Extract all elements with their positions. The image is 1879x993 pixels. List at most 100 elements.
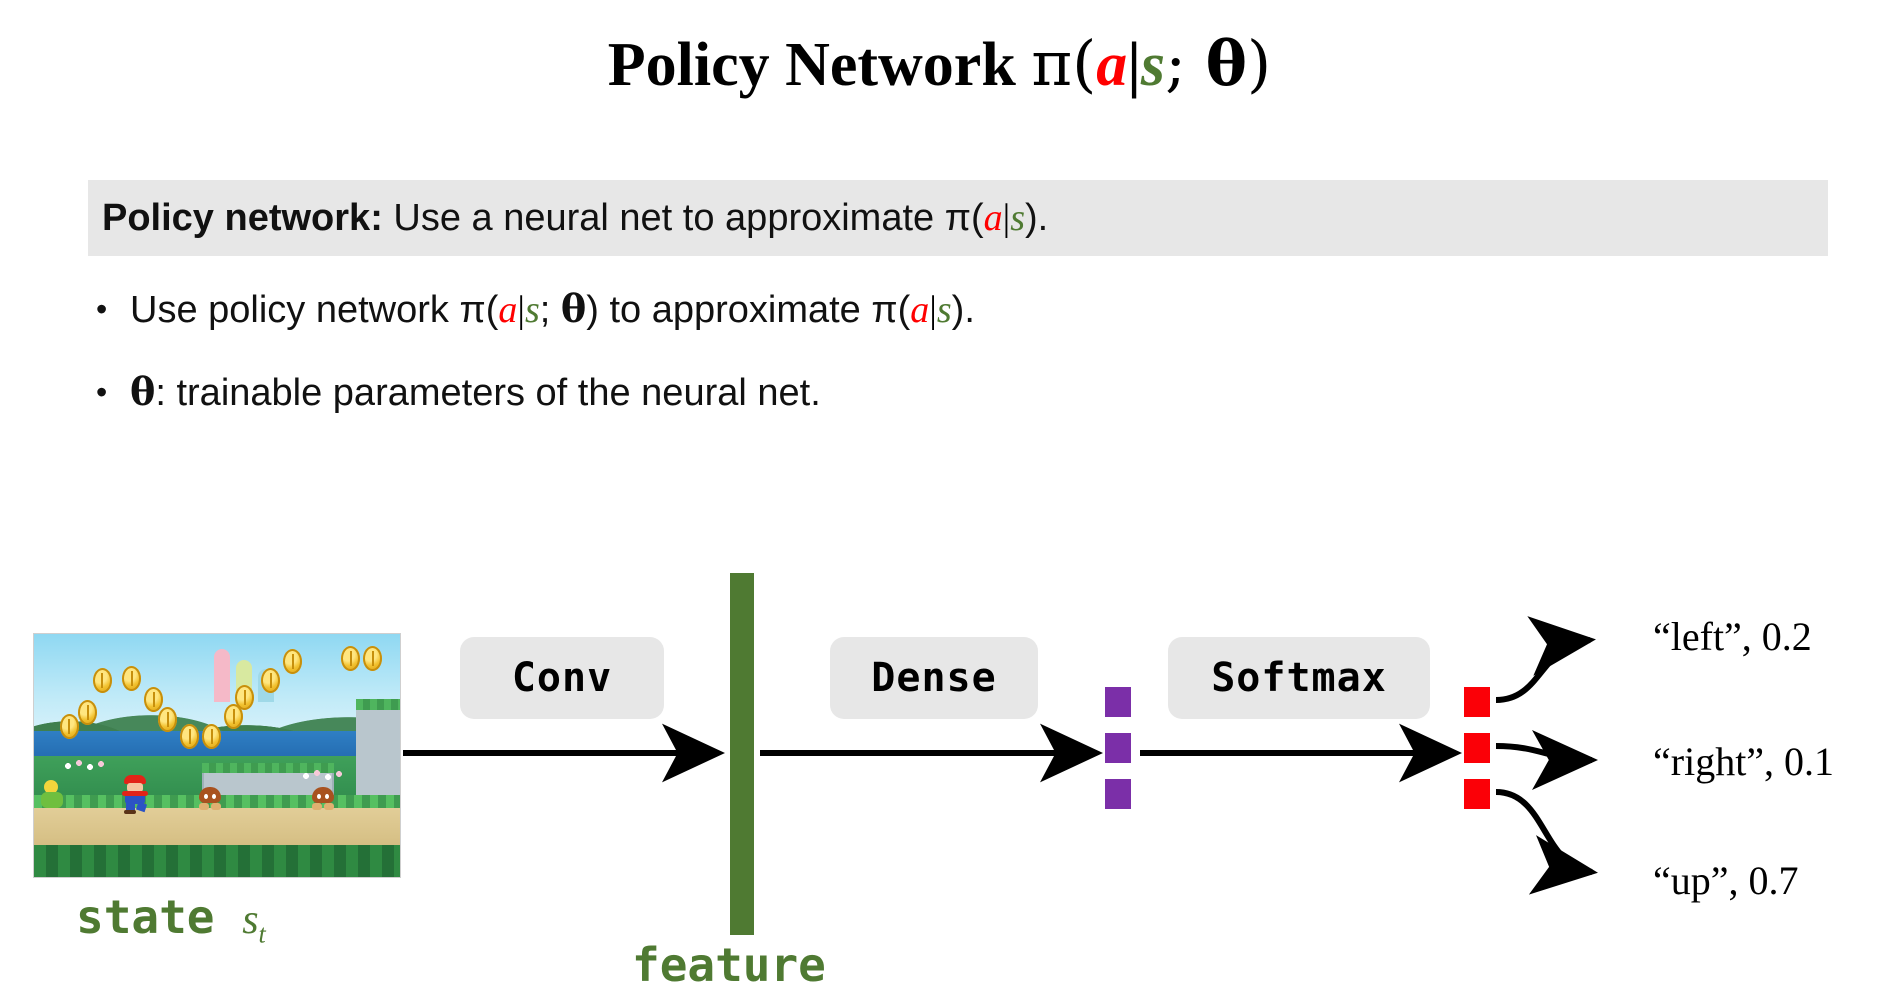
title-state-symbol: s [1140, 31, 1166, 99]
coin-icon [77, 699, 97, 725]
coin-icon [158, 706, 178, 732]
bullet-1-text: Use policy network π(a|s; θ) to approxim… [130, 278, 975, 341]
feature-vector-bar [730, 573, 754, 935]
policy-network-banner: Policy network: Use a neural net to appr… [88, 180, 1828, 256]
b2-rest: : trainable parameters of the neural net… [155, 372, 821, 414]
arrow-output-right [1495, 729, 1598, 790]
banner-text: Policy network: Use a neural net to appr… [88, 199, 1048, 237]
title-semicolon: ; [1165, 27, 1206, 100]
arrow-output-up [1495, 789, 1598, 895]
goomba-foot [324, 803, 335, 811]
goomba-foot [198, 803, 209, 811]
b1-bar-1: | [517, 289, 525, 331]
output-unit [1464, 733, 1490, 763]
layer-box-dense[interactable]: Dense [830, 637, 1038, 719]
mario-character [121, 774, 148, 814]
b1-open-2: ( [897, 289, 911, 331]
koopa-shell [41, 791, 64, 808]
hidden-unit [1105, 733, 1131, 763]
coin-icon [92, 668, 112, 694]
coin-icon [341, 646, 361, 672]
state-label-subscript: t [258, 919, 266, 949]
output-label-right: “right”, 0.1 [1653, 739, 1835, 784]
b1-open-1: ( [485, 289, 499, 331]
coin-icon [59, 714, 79, 740]
title-bar: | [1127, 31, 1141, 99]
b1-seg1: Use policy network [130, 289, 460, 331]
banner-text-part1: Use a neural net to approximate [382, 197, 945, 239]
goomba-enemy [198, 787, 221, 811]
title-close-paren: ) [1247, 27, 1272, 100]
coin-icon [180, 723, 200, 749]
output-label-up: “up”, 0.7 [1653, 858, 1799, 903]
coin-icon [121, 665, 141, 691]
state-screenshot-image [33, 633, 401, 878]
banner-period: . [1037, 197, 1049, 239]
mario-face [126, 782, 143, 792]
coin-icon [235, 685, 255, 711]
state-label-symbol: st [242, 897, 266, 949]
coin-icon [224, 704, 244, 730]
b1-state-2: s [936, 289, 952, 331]
flower-cluster [301, 770, 346, 783]
mario-shirt [121, 790, 148, 796]
goomba-eye [211, 794, 216, 800]
goomba-eye [203, 794, 208, 800]
koopa-enemy [41, 779, 64, 810]
state-label: state st [76, 890, 266, 949]
mario-cap [123, 774, 146, 784]
coin-icon [282, 648, 302, 674]
bullet-item-1: • Use policy network π(a|s; θ) to approx… [96, 278, 1796, 341]
goomba-head [198, 787, 221, 804]
banner-open-paren: ( [970, 197, 984, 239]
coin-icon [260, 668, 280, 694]
goomba-foot [210, 803, 221, 811]
goomba-eye [317, 794, 322, 800]
flower-cluster [63, 760, 108, 773]
bush-row [34, 845, 400, 877]
output-unit [1464, 779, 1490, 809]
banner-action-symbol: a [983, 197, 1003, 239]
b1-action-2: a [910, 289, 930, 331]
b1-period: . [964, 289, 975, 331]
banner-state-symbol: s [1010, 197, 1025, 239]
banner-bar: | [1002, 197, 1011, 239]
hidden-unit [1105, 779, 1131, 809]
b1-action-1: a [498, 289, 518, 331]
feature-label: feature [632, 938, 826, 992]
b1-bar-2: | [929, 289, 937, 331]
goomba-eye [325, 794, 330, 800]
arrow-output-left [1495, 616, 1596, 703]
goomba-head [312, 787, 335, 804]
bullet-2-text: θ: trainable parameters of the neural ne… [130, 361, 821, 424]
banner-pi: π [944, 197, 971, 239]
goomba-foot [312, 803, 323, 811]
output-unit [1464, 687, 1490, 717]
output-label-left: “left”, 0.2 [1653, 614, 1812, 659]
bullet-item-2: • θ: trainable parameters of the neural … [96, 361, 1796, 424]
hidden-unit [1105, 687, 1131, 717]
mario-shoe [123, 809, 136, 814]
coin-icon [202, 723, 222, 749]
title-prefix: Policy Network [607, 31, 1032, 99]
coin-icon [143, 687, 163, 713]
state-label-word: state [76, 890, 215, 944]
bullet-marker: • [96, 374, 108, 410]
banner-close-paren: ) [1025, 197, 1038, 239]
b1-theta: θ [560, 286, 587, 331]
goomba-enemy [312, 787, 335, 811]
page-title: Policy Network π(a|s; θ) [0, 22, 1879, 107]
b1-state-1: s [524, 289, 540, 331]
layer-box-conv[interactable]: Conv [460, 637, 664, 719]
layer-box-softmax[interactable]: Softmax [1168, 637, 1430, 719]
title-theta: θ [1205, 27, 1248, 100]
b2-theta: θ [130, 369, 156, 414]
b1-close-2: ) [951, 289, 965, 331]
b1-pi-1: π [459, 289, 486, 331]
bullet-marker: • [96, 291, 108, 327]
tower-pink [213, 648, 230, 703]
title-open-paren: ( [1072, 27, 1097, 100]
title-action-symbol: a [1096, 31, 1128, 99]
